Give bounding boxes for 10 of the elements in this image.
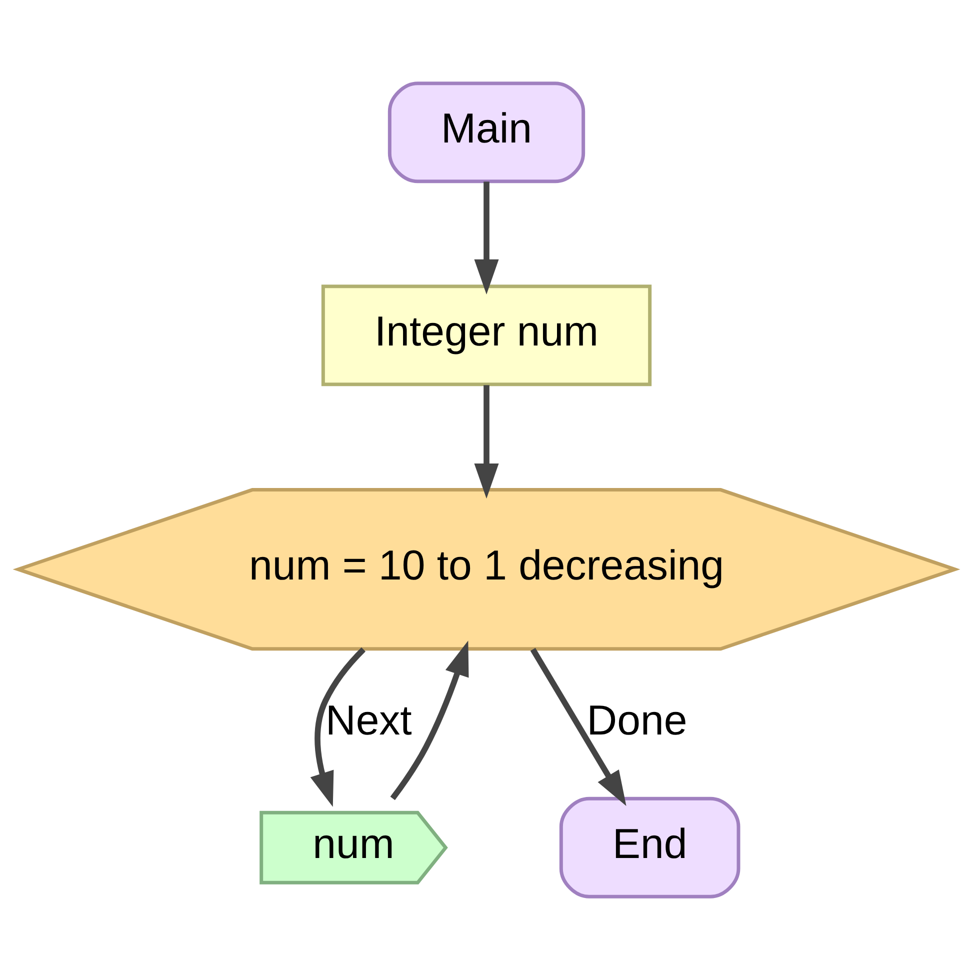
edge-label: Next <box>326 696 412 744</box>
arrow <box>530 648 626 806</box>
node-box: Integer num <box>321 284 652 386</box>
arrow <box>474 385 499 499</box>
node-box: Main <box>388 82 586 184</box>
node-box: End <box>559 796 740 898</box>
edge-label: Done <box>586 696 688 744</box>
arrow <box>390 640 469 800</box>
arrow <box>474 182 499 294</box>
arrow <box>310 647 366 807</box>
